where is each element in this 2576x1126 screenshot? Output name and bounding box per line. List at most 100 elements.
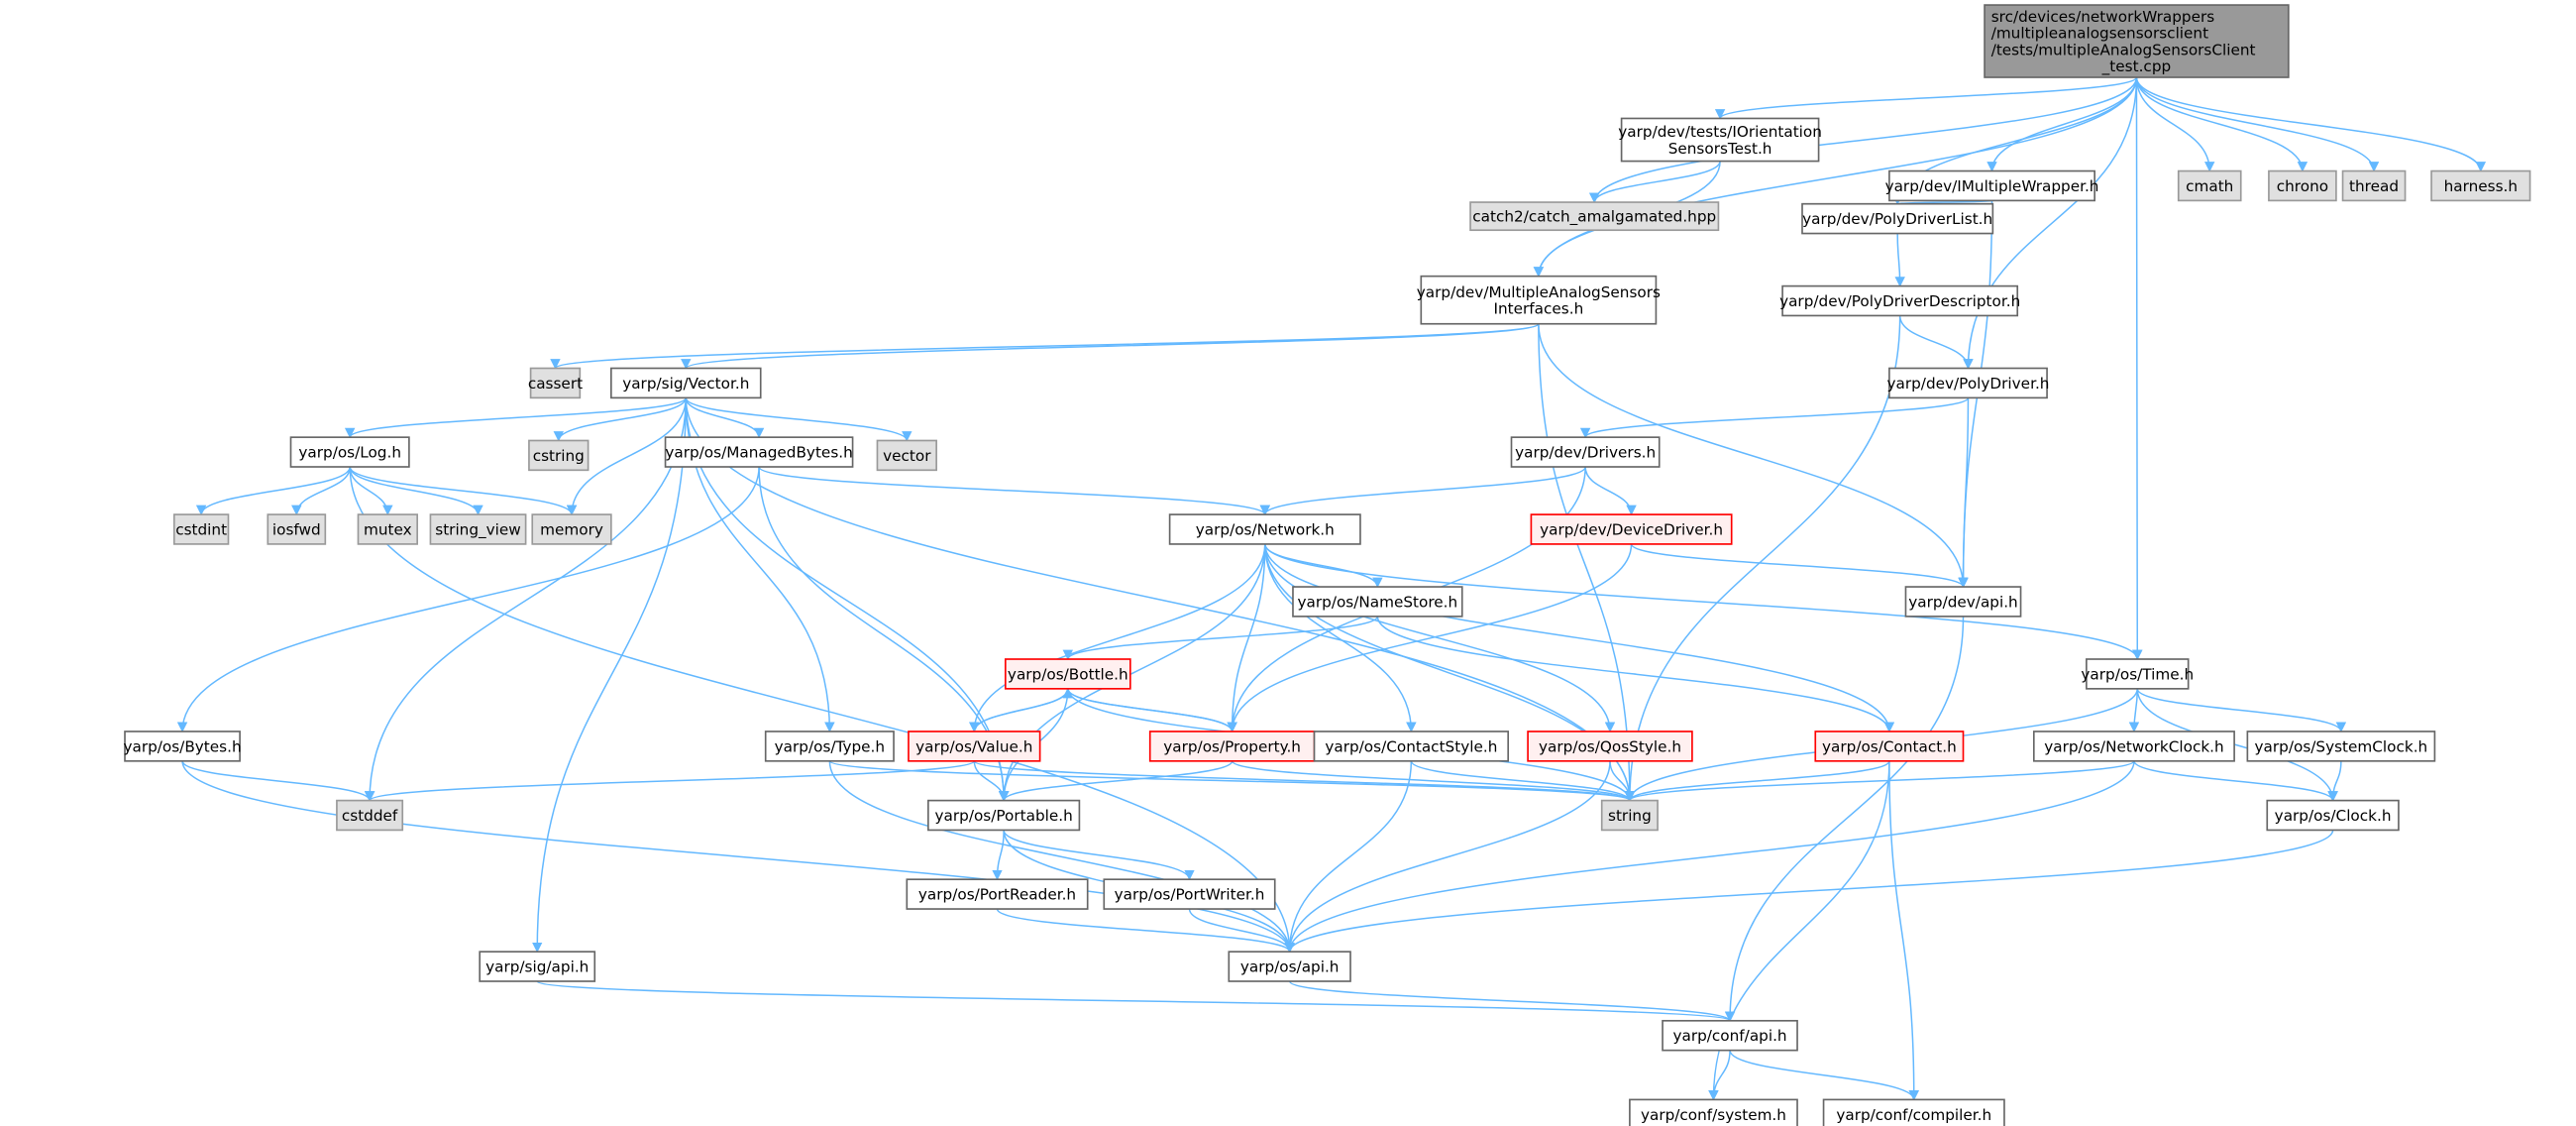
node-label: yarp/os/Property.h: [1163, 737, 1301, 755]
node-type[interactable]: yarp/os/Type.h: [764, 731, 895, 762]
node-catch: catch2/catch_amalgamated.hpp: [1469, 201, 1720, 232]
edge-type-to-osapi: [828, 760, 1295, 954]
node-label: yarp/os/Value.h: [915, 737, 1032, 755]
node-label: yarp/dev/IMultipleWrapper.h: [1885, 177, 2099, 195]
node-box: [2032, 731, 2235, 762]
node-qos[interactable]: yarp/os/QosStyle.h: [1527, 731, 1693, 762]
node-label: yarp/conf/compiler.h: [1836, 1106, 1991, 1124]
node-label: cstring: [533, 447, 585, 465]
edge-bytes-to-osapi: [181, 760, 1295, 954]
node-osapi[interactable]: yarp/os/api.h: [1228, 951, 1351, 982]
edge-network-to-contactstyle: [1264, 543, 1417, 733]
node-netclock[interactable]: yarp/os/NetworkClock.h: [2032, 731, 2235, 762]
node-box: [1420, 275, 1658, 325]
edge-vec-to-mb: [685, 397, 765, 439]
node-label: yarp/os/Bytes.h: [123, 737, 241, 755]
edge-root-to-catch: [1589, 76, 2138, 204]
nodes-layer: src/devices/networkWrappers/multipleanal…: [123, 4, 2531, 1126]
node-vec[interactable]: yarp/sig/Vector.h: [610, 367, 762, 399]
node-value[interactable]: yarp/os/Value.h: [908, 731, 1041, 762]
node-contact[interactable]: yarp/os/Contact.h: [1814, 731, 1965, 762]
node-label: mutex: [364, 520, 412, 538]
edge-pdd-to-string: [1624, 315, 1901, 802]
node-box: [1814, 731, 1965, 762]
node-label: Interfaces.h: [1494, 299, 1584, 317]
edge-confapi-to-confsys: [1708, 1050, 1731, 1101]
edge-type-to-string: [828, 760, 1635, 802]
node-imw[interactable]: yarp/dev/IMultipleWrapper.h: [1885, 169, 2099, 202]
node-bytes[interactable]: yarp/os/Bytes.h: [123, 731, 242, 762]
node-label: /multipleanalogsensorsclient: [1991, 25, 2208, 43]
node-box: [1469, 201, 1720, 232]
node-label: string_view: [435, 520, 521, 539]
node-devdrv[interactable]: yarp/dev/DeviceDriver.h: [1530, 513, 1733, 545]
node-pdl[interactable]: yarp/dev/PolyDriverList.h: [1801, 202, 1994, 235]
node-mb[interactable]: yarp/os/ManagedBytes.h: [664, 436, 854, 468]
node-label: yarp/os/Portable.h: [935, 807, 1073, 825]
node-label: yarp/sig/Vector.h: [622, 375, 749, 393]
node-box: [764, 731, 895, 762]
node-root[interactable]: src/devices/networkWrappers/multipleanal…: [1984, 4, 2290, 78]
node-property[interactable]: yarp/os/Property.h: [1148, 731, 1316, 762]
node-pd[interactable]: yarp/dev/PolyDriver.h: [1886, 367, 2049, 399]
node-drivers[interactable]: yarp/dev/Drivers.h: [1510, 436, 1661, 468]
node-devapi[interactable]: yarp/dev/api.h: [1904, 586, 2022, 618]
edge-contact-to-confcomp: [1888, 760, 1919, 1101]
node-label: yarp/conf/system.h: [1641, 1106, 1786, 1124]
node-time[interactable]: yarp/os/Time.h: [2081, 658, 2194, 690]
node-pdd[interactable]: yarp/dev/PolyDriverDescriptor.h: [1779, 284, 2020, 317]
node-label: thread: [2349, 177, 2399, 195]
node-sysclock[interactable]: yarp/os/SystemClock.h: [2246, 731, 2436, 762]
node-confcomp[interactable]: yarp/conf/compiler.h: [1822, 1098, 2005, 1126]
node-label: yarp/sig/api.h: [485, 958, 589, 976]
node-contactstyle[interactable]: yarp/os/ContactStyle.h: [1313, 731, 1510, 762]
edge-value-to-bottle: [973, 687, 1073, 732]
node-box: [172, 513, 230, 545]
node-cstring: cstring: [528, 439, 590, 472]
node-log[interactable]: yarp/os/Log.h: [289, 436, 410, 468]
node-box: [906, 878, 1089, 910]
edge-netclock-to-string: [1624, 760, 2135, 802]
edge-portwriter-to-osapi: [1188, 908, 1295, 954]
node-box: [927, 799, 1081, 832]
node-sigapi[interactable]: yarp/sig/api.h: [479, 951, 596, 982]
edge-vec-to-sigapi: [532, 397, 688, 954]
node-portreader[interactable]: yarp/os/PortReader.h: [906, 878, 1089, 910]
node-bottle[interactable]: yarp/os/Bottle.h: [1004, 658, 1131, 690]
node-masi[interactable]: yarp/dev/MultipleAnalogSensorsInterfaces…: [1417, 275, 1661, 325]
edge-log-to-string_view: [349, 466, 483, 516]
node-box: [1781, 284, 2019, 317]
node-box: [1228, 951, 1351, 982]
node-box: [1822, 1098, 2005, 1126]
node-portwriter[interactable]: yarp/os/PortWriter.h: [1103, 878, 1276, 910]
node-confsys[interactable]: yarp/conf/system.h: [1629, 1098, 1798, 1126]
node-label: yarp/os/Contact.h: [1822, 737, 1957, 755]
node-network[interactable]: yarp/os/Network.h: [1168, 513, 1361, 545]
node-label: yarp/os/ContactStyle.h: [1325, 737, 1497, 755]
node-box: [531, 513, 612, 545]
node-box: [1801, 202, 1994, 235]
edge-vec-to-cstring: [553, 397, 688, 442]
node-box: [528, 439, 590, 472]
node-portable[interactable]: yarp/os/Portable.h: [927, 799, 1081, 832]
node-confapi[interactable]: yarp/conf/api.h: [1662, 1019, 1798, 1052]
node-label: harness.h: [2444, 177, 2518, 195]
node-cstdint: cstdint: [172, 513, 230, 545]
node-box: [908, 731, 1041, 762]
edge-root-to-time: [2132, 77, 2143, 661]
node-box: [2086, 658, 2190, 690]
edge-vec-to-portable: [685, 397, 1010, 802]
node-namestore[interactable]: yarp/os/NameStore.h: [1292, 586, 1463, 618]
edge-sigapi-to-confapi: [536, 980, 1735, 1022]
edge-masi-to-devapi: [1538, 323, 1969, 589]
edge-network-to-value: [969, 543, 1266, 733]
edge-osapi-to-confapi: [1288, 980, 1736, 1022]
edge-netclock-to-clock: [2133, 760, 2338, 802]
node-box: [267, 513, 327, 545]
node-clock[interactable]: yarp/os/Clock.h: [2266, 799, 2400, 832]
edge-root-to-orient: [1715, 76, 2138, 120]
edge-contactstyle-to-osapi: [1284, 760, 1413, 954]
node-box: [2266, 799, 2400, 832]
